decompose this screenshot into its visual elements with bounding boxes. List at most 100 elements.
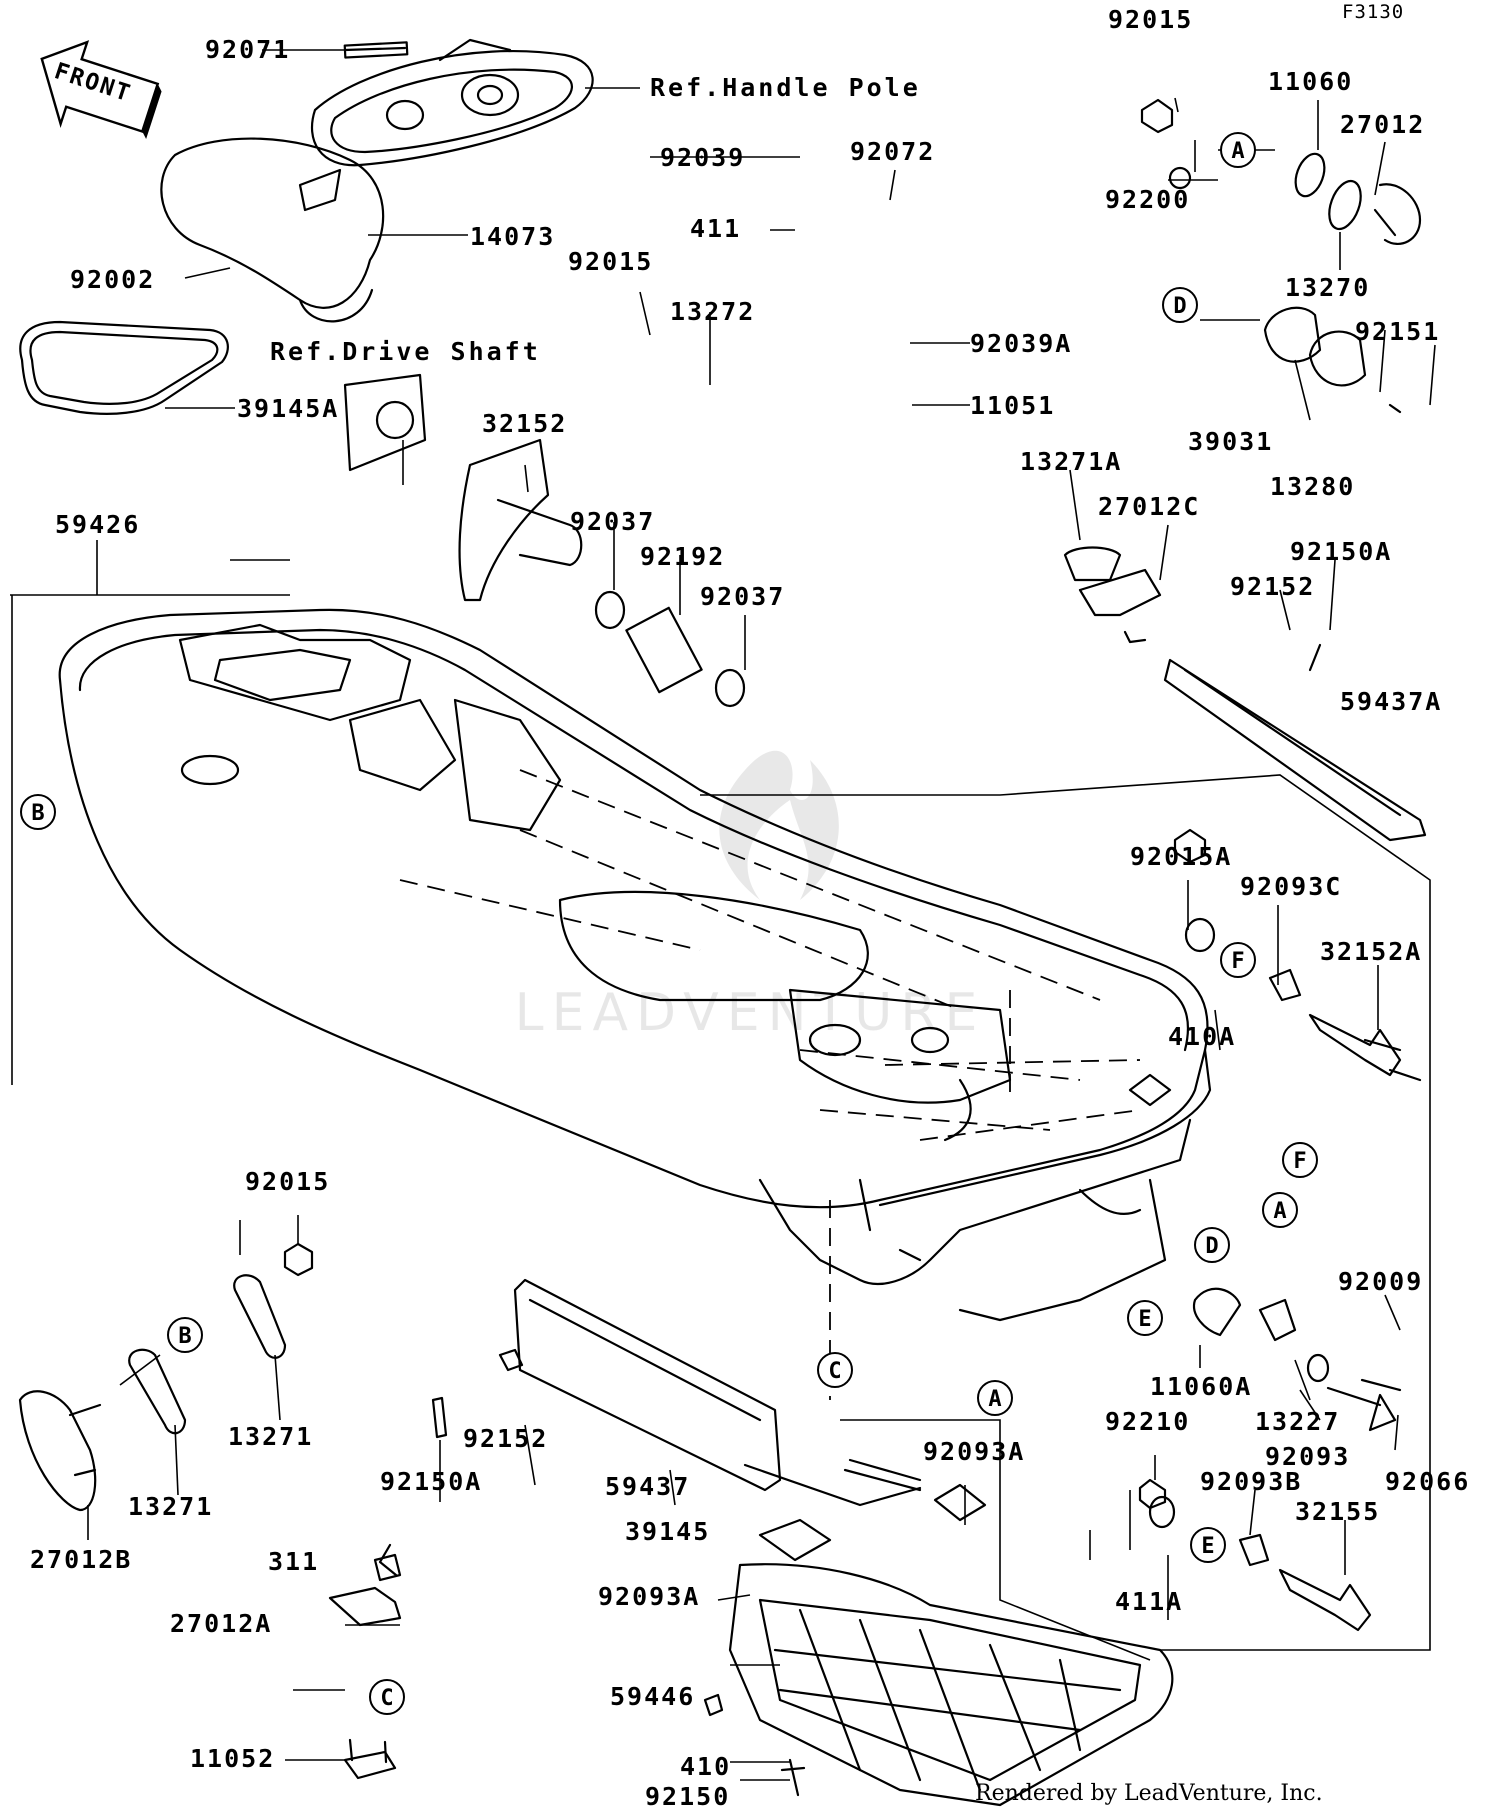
callout-circle: A <box>977 1380 1013 1416</box>
handle-pole-panel <box>310 38 594 167</box>
part-label: 92009 <box>1338 1267 1423 1296</box>
part-label: 92072 <box>850 137 935 166</box>
part-label: 92210 <box>1105 1407 1190 1436</box>
callout-circle: A <box>1220 132 1256 168</box>
svg-text:E: E <box>1201 1534 1214 1559</box>
callout-circle: E <box>1127 1300 1163 1336</box>
callouts: A B C D E F A A B C D E F <box>20 132 1318 1715</box>
part-label: 92037 <box>570 507 655 536</box>
part-label: 411 <box>690 214 741 243</box>
svg-text:E: E <box>1138 1307 1151 1332</box>
part-label: 92015 <box>1108 5 1193 34</box>
callout-circle: B <box>20 794 56 830</box>
part-label: 13227 <box>1255 1407 1340 1436</box>
callout-circle: E <box>1190 1527 1226 1563</box>
part-label: 92093A <box>923 1437 1025 1466</box>
part-label: 13272 <box>670 297 755 326</box>
part-label: 39145A <box>237 394 339 423</box>
part-label: 59426 <box>55 510 140 539</box>
bottom-grille <box>728 1458 1174 1807</box>
part-label: 411A <box>1115 1587 1183 1616</box>
part-label: 59437 <box>605 1472 690 1501</box>
part-label: 92015 <box>245 1167 330 1196</box>
part-label: 13280 <box>1270 472 1355 501</box>
svg-text:LEADVENTURE: LEADVENTURE <box>515 983 986 1043</box>
part-label: 92039A <box>970 329 1072 358</box>
part-label: 92150A <box>1290 537 1392 566</box>
part-label: 92093A <box>598 1582 700 1611</box>
front-arrow-icon: FRONT <box>40 40 162 140</box>
part-label: 11060 <box>1268 67 1353 96</box>
part-label: 92192 <box>640 542 725 571</box>
part-label: 92152 <box>463 1424 548 1453</box>
part-label: 92037 <box>700 582 785 611</box>
callout-circle: C <box>369 1679 405 1715</box>
part-label: 92015A <box>1130 842 1232 871</box>
rear-parts <box>1063 98 1427 1632</box>
part-label: 14073 <box>470 222 555 251</box>
hull <box>58 608 1212 1322</box>
part-label: 92066 <box>1385 1467 1470 1496</box>
seal-loop <box>19 320 229 415</box>
part-label: 39145 <box>625 1517 710 1546</box>
part-label: 410 <box>680 1752 731 1781</box>
side-parts <box>18 1242 806 1797</box>
part-label: 11051 <box>970 391 1055 420</box>
part-label: 92093B <box>1200 1467 1302 1496</box>
part-label: 410A <box>1168 1022 1236 1051</box>
part-label: 92015 <box>568 247 653 276</box>
leader-lines <box>10 49 1436 1781</box>
svg-text:C: C <box>828 1359 841 1384</box>
part-label: 92002 <box>70 265 155 294</box>
part-label: 32152A <box>1320 937 1422 966</box>
part-label: 27012C <box>1098 492 1200 521</box>
svg-text:A: A <box>1231 139 1244 164</box>
part-label: 92093 <box>1265 1442 1350 1471</box>
part-label: 92151 <box>1355 317 1440 346</box>
svg-text:A: A <box>988 1387 1001 1412</box>
svg-text:F: F <box>1231 949 1244 974</box>
part-label: 59437A <box>1340 687 1442 716</box>
part-label: 11060A <box>1150 1372 1252 1401</box>
diagram-code: F3130 <box>1342 1 1404 23</box>
part-label: 13271 <box>128 1492 213 1521</box>
svg-text:A: A <box>1273 1199 1286 1224</box>
part-label: 13271 <box>228 1422 313 1451</box>
part-label: 92150A <box>380 1467 482 1496</box>
part-labels: 92071 14073 92002 39145A 59426 32152 920… <box>30 5 1470 1809</box>
part-label: 92093C <box>1240 872 1342 901</box>
rendered-by: Rendered by LeadVenture, Inc. <box>975 1781 1323 1806</box>
part-label: 92152 <box>1230 572 1315 601</box>
callout-circle: F <box>1220 942 1256 978</box>
callout-circle: F <box>1282 1142 1318 1178</box>
svg-text:B: B <box>31 801 44 826</box>
part-label: 13270 <box>1285 273 1370 302</box>
ref-drive-shaft: Ref.Drive Shaft <box>270 337 541 366</box>
dashed-lines <box>399 769 1141 1400</box>
part-label: 92200 <box>1105 185 1190 214</box>
callout-circle: B <box>167 1317 203 1353</box>
svg-text:F: F <box>1293 1149 1306 1174</box>
part-label: 39031 <box>1188 427 1273 456</box>
seat-cover <box>160 137 385 323</box>
callout-circle: A <box>1262 1192 1298 1228</box>
svg-text:D: D <box>1205 1234 1218 1259</box>
part-label: 32155 <box>1295 1497 1380 1526</box>
part-label: 32152 <box>482 409 567 438</box>
part-label: 11052 <box>190 1744 275 1773</box>
part-label: 92150 <box>645 1782 730 1809</box>
part-label: 13271A <box>1020 447 1122 476</box>
part-label: 27012A <box>170 1609 272 1638</box>
part-label: 59446 <box>610 1682 695 1711</box>
callout-circle <box>648 1353 682 1387</box>
callout-circle: D <box>1194 1227 1230 1263</box>
ref-handle-pole: Ref.Handle Pole <box>650 73 921 102</box>
svg-text:B: B <box>178 1324 191 1349</box>
part-label: 27012B <box>30 1545 132 1574</box>
part-label: 92071 <box>205 35 290 64</box>
part-label: 311 <box>268 1547 319 1576</box>
duct-assembly <box>343 373 746 708</box>
svg-text:D: D <box>1173 294 1186 319</box>
callout-circle: D <box>1162 287 1198 323</box>
